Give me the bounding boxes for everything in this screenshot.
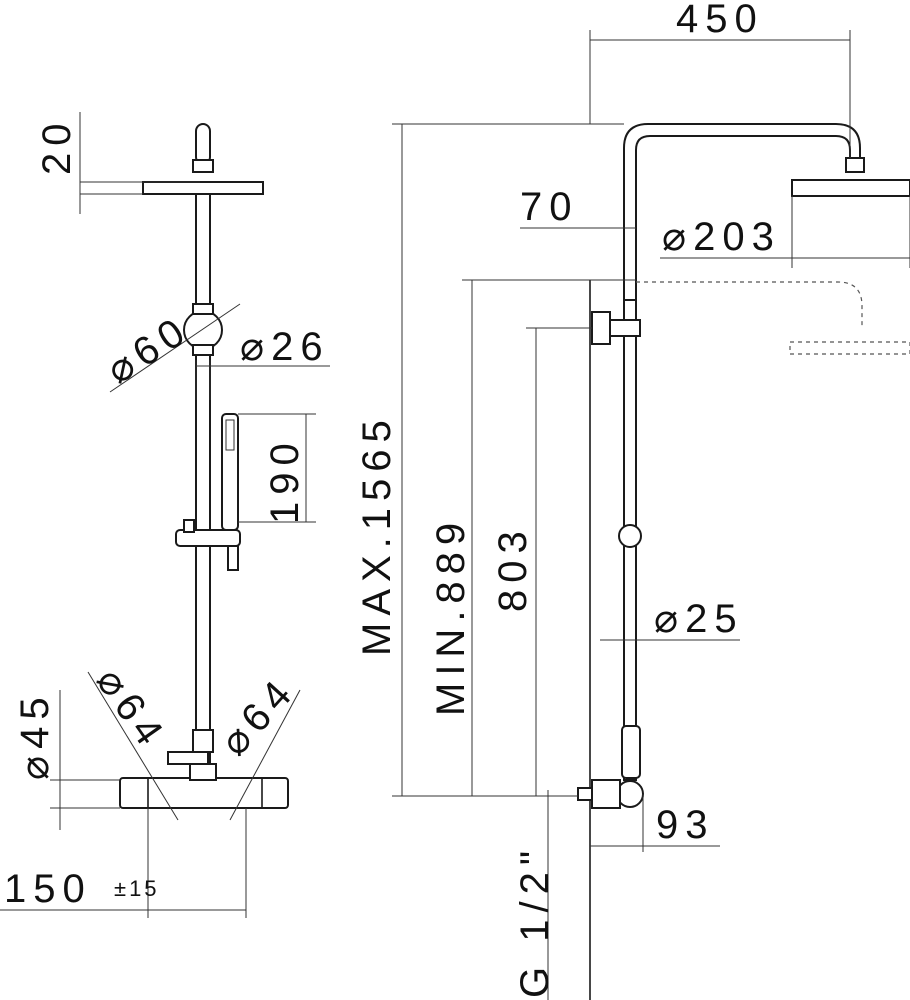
riser-pipe-front — [195, 193, 211, 765]
wall-eccentric — [591, 779, 621, 809]
label-diameter-64-left: ⌀64 — [88, 660, 175, 759]
diverter-collar-bottom — [192, 344, 214, 356]
label-diameter-203: ⌀203 — [662, 215, 781, 259]
label-diameter-26: ⌀26 — [240, 325, 330, 369]
label-803: 803 — [491, 524, 535, 612]
label-diameter-25: ⌀25 — [654, 597, 744, 641]
front-view — [0, 112, 330, 918]
label-150: 150 — [4, 867, 92, 911]
label-diameter-64-right: ⌀64 — [212, 668, 305, 764]
head-min-position — [789, 341, 910, 355]
label-max-1565: MAX.1565 — [355, 413, 399, 656]
hand-shower-nozzle-grid — [225, 419, 235, 451]
slider-holder-side — [618, 524, 642, 548]
dim-line-64-left — [87, 671, 179, 821]
label-450: 450 — [676, 0, 764, 41]
label-diameter-45: ⌀45 — [13, 690, 57, 780]
dim-line-60 — [109, 303, 241, 393]
lower-union — [192, 729, 214, 753]
bracket-arm — [609, 319, 641, 337]
inlet-fitting — [577, 787, 593, 801]
dim-line-64-right — [229, 689, 301, 821]
lower-outlet — [167, 751, 209, 765]
shower-head-side — [791, 179, 910, 197]
body-top-fitting — [189, 763, 217, 781]
slider-lock — [183, 519, 195, 533]
label-min-889: MIN.889 — [429, 516, 473, 716]
upper-arm-side — [623, 123, 861, 301]
head-swivel-side — [845, 157, 865, 173]
hand-shower-front — [221, 413, 239, 531]
shower-head-front — [142, 181, 264, 195]
hose-connector-front — [227, 545, 239, 571]
dimension-labels: 20 ⌀60 ⌀26 190 ⌀45 ⌀64 ⌀64 150 ±15 450 7… — [4, 0, 781, 998]
label-93: 93 — [656, 803, 715, 847]
side-view — [392, 30, 910, 1000]
label-190: 190 — [263, 436, 307, 524]
label-diameter-60: ⌀60 — [99, 307, 198, 393]
head-connector-nut — [192, 159, 214, 173]
diverter-collar-top — [192, 303, 214, 315]
slider-holder-front — [175, 529, 241, 547]
lower-union-side — [621, 725, 641, 779]
label-tolerance: ±15 — [114, 876, 160, 901]
wall-bracket — [591, 311, 611, 345]
label-thread-g-1-2: G 1/2" — [513, 844, 557, 998]
arm-min-position — [636, 281, 863, 326]
label-70: 70 — [520, 185, 579, 229]
head-connector-nub — [195, 123, 211, 165]
label-20: 20 — [35, 117, 79, 176]
